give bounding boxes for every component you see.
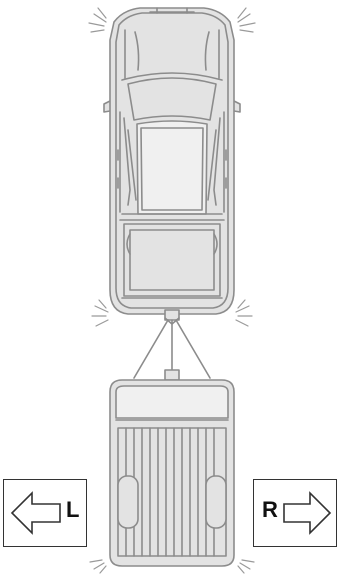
left-turn-indicator: L [3, 479, 87, 547]
right-turn-indicator: R [253, 479, 337, 547]
trailer [110, 370, 234, 566]
tow-bar [134, 318, 210, 378]
rear-left-flash-icon [92, 300, 108, 326]
left-fender [118, 476, 138, 528]
hitch [165, 310, 179, 320]
rear-right-flash-icon [236, 300, 252, 326]
trailer-coupler [165, 370, 179, 380]
trailer-rear-right-flash-icon [238, 560, 254, 573]
cab-roof [137, 121, 207, 214]
right-indicator-label: R [262, 499, 278, 521]
front-right-flash-icon [238, 8, 255, 32]
front-left-flash-icon [89, 8, 106, 32]
right-fender [206, 476, 226, 528]
pickup-truck [104, 8, 240, 320]
left-indicator-label: L [66, 499, 79, 521]
trailer-rear-left-flash-icon [90, 560, 106, 573]
